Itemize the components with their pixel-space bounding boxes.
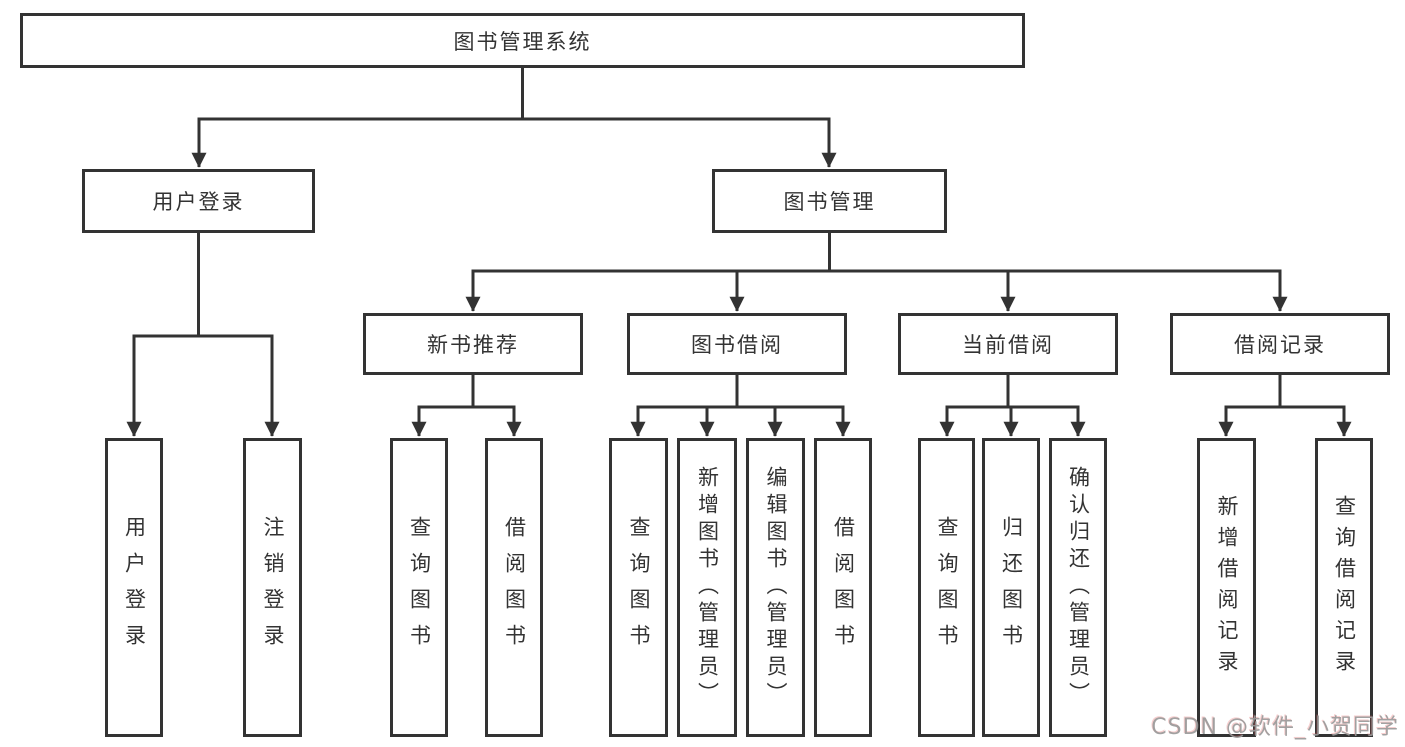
node-book-management-label: 图书管理 [783,190,876,214]
node-leaf-edit-book-admin: 编辑图书（管理员） [746,438,805,737]
node-borrow-records: 借阅记录 [1170,313,1390,375]
node-borrow-records-label: 借阅记录 [1234,333,1326,357]
node-leaf-add-book-admin-label: 新增图书（管理员） [695,466,720,709]
node-book-borrow: 图书借阅 [627,313,847,375]
node-user-login-label: 用户登录 [152,190,245,214]
node-user-login: 用户登录 [82,169,315,233]
node-leaf-query-book-current: 查询图书 [918,438,975,737]
node-leaf-logout-label: 注销登录 [261,515,285,660]
node-leaf-add-book-admin: 新增图书（管理员） [677,438,737,737]
node-leaf-query-borrow-record: 查询借阅记录 [1315,438,1373,737]
node-leaf-query-book-current-label: 查询图书 [935,515,959,660]
node-leaf-add-borrow-record: 新增借阅记录 [1197,438,1256,737]
node-leaf-return-book-label: 归还图书 [999,515,1024,660]
node-leaf-add-borrow-record-label: 新增借阅记录 [1215,494,1239,681]
node-root: 图书管理系统 [20,13,1025,68]
node-leaf-user-login-label: 用户登录 [122,515,147,660]
node-book-management: 图书管理 [712,169,947,233]
node-leaf-user-login: 用户登录 [105,438,163,737]
node-leaf-logout: 注销登录 [243,438,302,737]
node-leaf-borrow-book-label: 借阅图书 [831,515,856,660]
csdn-watermark: CSDN @软件_小贺同学 [1151,715,1399,740]
node-leaf-query-book-recommend-label: 查询图书 [407,515,432,660]
node-leaf-query-borrow-record-label: 查询借阅记录 [1332,494,1357,681]
node-new-book-recommend: 新书推荐 [363,313,583,375]
node-leaf-borrow-book-recommend: 借阅图书 [485,438,543,737]
node-new-book-recommend-label: 新书推荐 [427,333,519,357]
node-leaf-borrow-book-recommend-label: 借阅图书 [502,515,527,660]
node-current-borrow-label: 当前借阅 [962,333,1054,357]
node-leaf-confirm-return-admin: 确认归还（管理员） [1049,438,1107,737]
node-leaf-borrow-book: 借阅图书 [814,438,872,737]
node-current-borrow: 当前借阅 [898,313,1118,375]
node-leaf-query-book-recommend: 查询图书 [390,438,448,737]
node-leaf-edit-book-admin-label: 编辑图书（管理员） [764,466,788,709]
node-leaf-query-book-borrow: 查询图书 [609,438,668,737]
node-leaf-return-book: 归还图书 [982,438,1040,737]
node-book-borrow-label: 图书借阅 [691,333,783,357]
node-root-label: 图书管理系统 [453,29,592,54]
node-leaf-query-book-borrow-label: 查询图书 [627,515,651,660]
node-leaf-confirm-return-admin-label: 确认归还（管理员） [1066,466,1091,709]
